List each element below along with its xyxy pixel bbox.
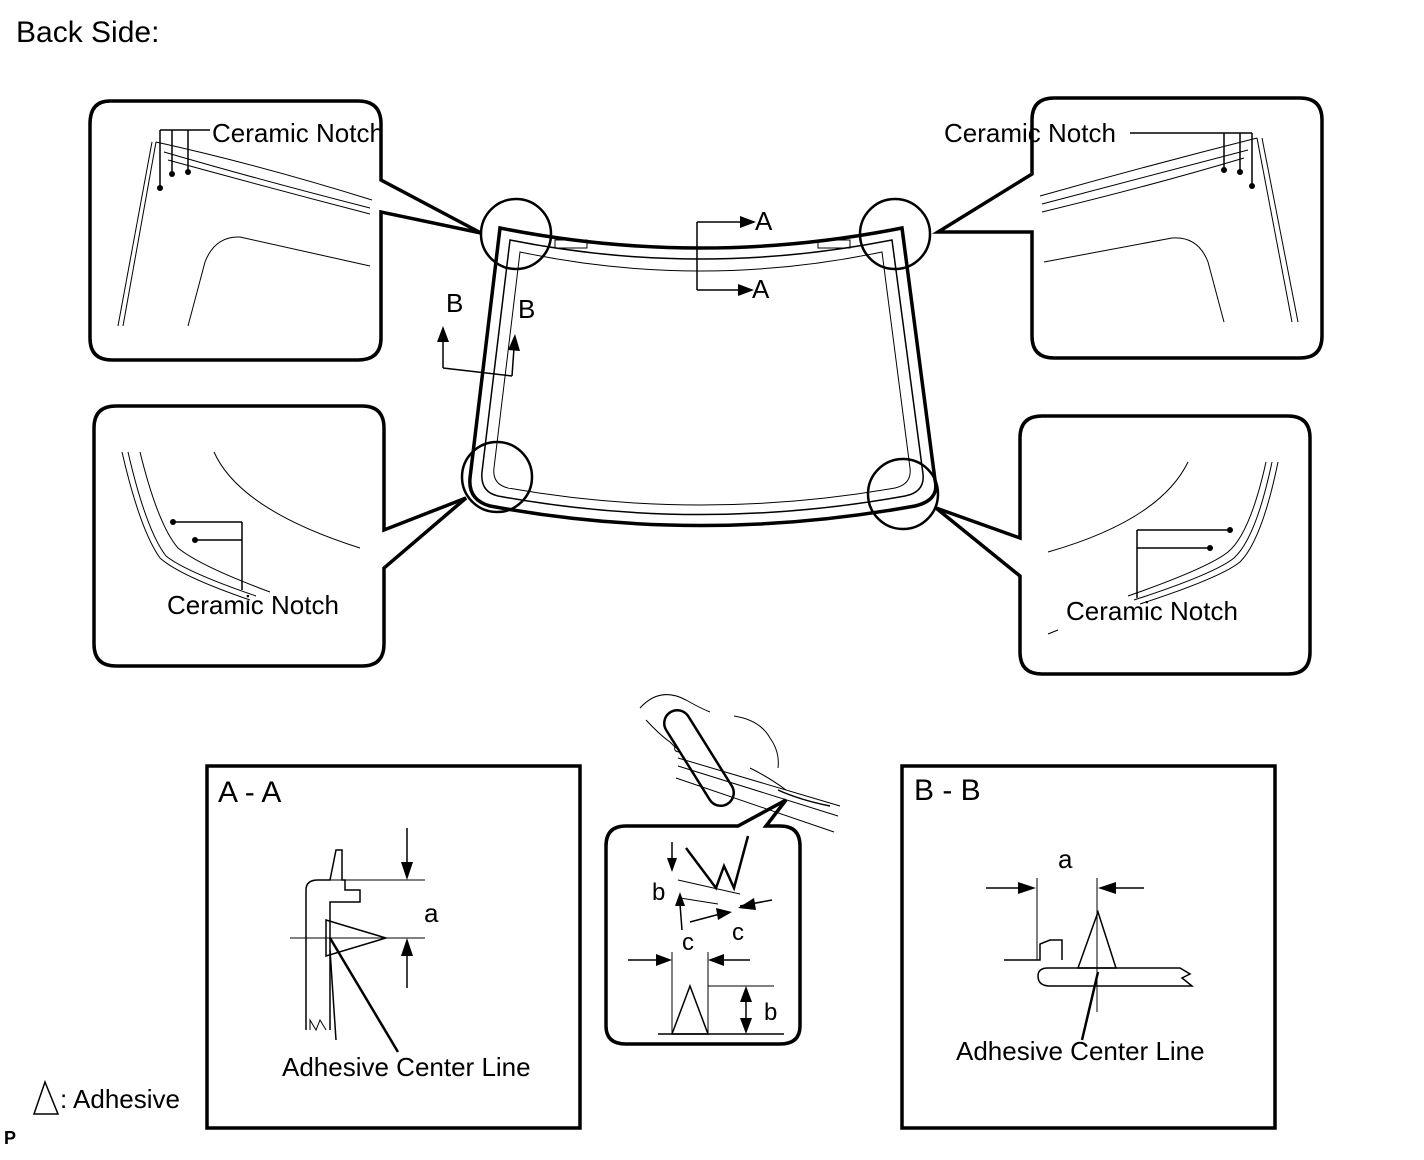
bead-dim-c-left: c [682, 929, 694, 956]
callout-upper-right [931, 96, 1324, 360]
bead-dim-b-top: b [652, 879, 665, 906]
notch-label-lower-left: Ceramic Notch [167, 590, 339, 620]
bead-dim-c-right: c [732, 919, 744, 946]
section-bb-caption: Adhesive Center Line [956, 1036, 1205, 1066]
section-aa-title: A - A [218, 776, 281, 809]
section-marker-a [696, 216, 756, 296]
bead-dim-b-bottom: b [764, 999, 777, 1026]
section-bb-box [900, 764, 1277, 1130]
section-label-a-top: A [755, 206, 773, 236]
callout-lower-left [92, 404, 468, 668]
notch-label-lower-right: Ceramic Notch [1066, 596, 1238, 626]
section-label-a-bottom: A [752, 274, 770, 304]
windshield-outline [468, 225, 938, 528]
notch-label-upper-right: Ceramic Notch [944, 118, 1116, 148]
notch-label-upper-left: Ceramic Notch [212, 118, 384, 148]
heading-back-side: Back Side: [16, 16, 159, 49]
section-label-b-left: B [446, 288, 463, 318]
bead-detail-box [604, 798, 802, 1046]
page-code: P [4, 1128, 16, 1148]
callout-circle-upper-right [858, 197, 932, 271]
section-aa-caption: Adhesive Center Line [282, 1052, 531, 1082]
section-marker-b [437, 326, 520, 377]
callout-circle-lower-right [866, 457, 940, 531]
callout-circle-upper-left [479, 197, 553, 271]
adhesive-legend-icon [32, 1079, 60, 1115]
section-aa-dim-a: a [424, 898, 439, 928]
section-aa-box [205, 764, 582, 1130]
adhesive-legend-label: : Adhesive [60, 1084, 180, 1114]
callout-lower-right [934, 414, 1312, 676]
hand-applicator-illustration [639, 694, 841, 833]
section-bb-dim-a: a [1058, 844, 1073, 874]
callout-circle-lower-left [460, 440, 534, 514]
section-label-b-right: B [518, 294, 535, 324]
section-bb-title: B - B [914, 774, 981, 807]
callout-upper-left [88, 99, 482, 362]
